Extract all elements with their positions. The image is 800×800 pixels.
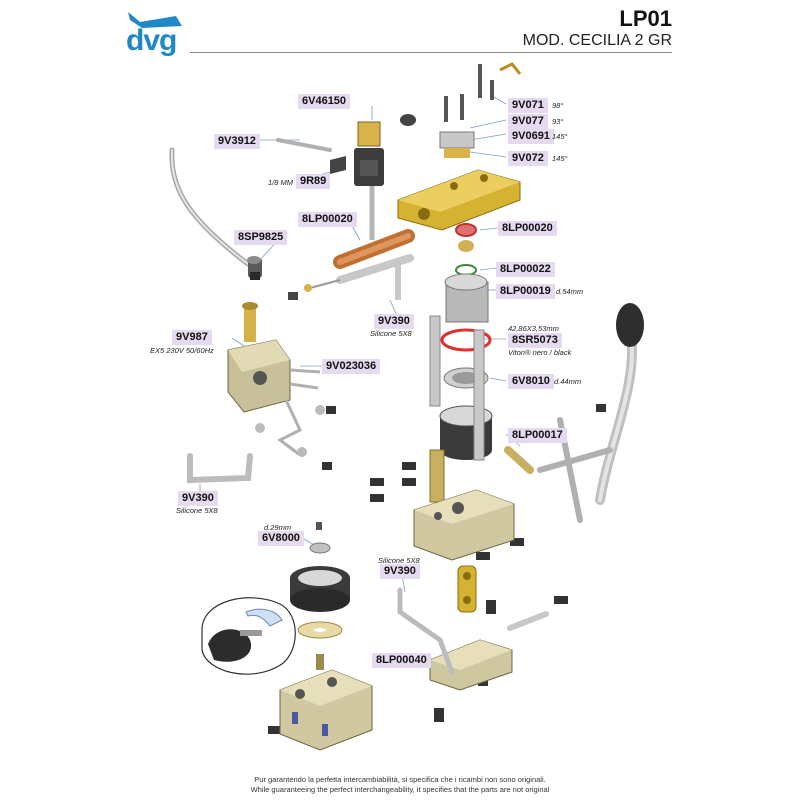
lever-arm <box>504 303 644 523</box>
part-note-9v077: 93° <box>552 117 564 126</box>
part-label-8sp9825: 8SP9825 <box>234 230 288 245</box>
zoom-detail <box>201 597 296 675</box>
group-head-body <box>397 169 521 231</box>
heating-element-8lp00020 <box>288 229 415 300</box>
part-label-9v0691: 9V0691 <box>508 129 554 144</box>
elbow-fitting-8sp9825 <box>247 256 262 280</box>
part-note-8lp00019: d.54mm <box>556 287 584 296</box>
silicone-tube-9v390-left <box>187 453 253 484</box>
solenoid-valve-6v46150 <box>330 114 416 240</box>
part-note-9v071: 98° <box>552 101 564 110</box>
part-note-9r89: 1/8 MM <box>268 178 294 187</box>
part-label-6v8010: 6V8010 <box>508 374 554 389</box>
part-label-8lp00019: 8LP00019 <box>496 284 555 299</box>
part-label-8lp00020-b: 8LP00020 <box>498 221 557 236</box>
part-label-9r89: 9R89 <box>296 174 331 189</box>
part-note-9v0691: 145° <box>552 132 568 141</box>
part-note-9v390-a: Silicone 5X8 <box>370 329 412 338</box>
footer-line-en: While guaranteeing the perfect interchan… <box>250 785 550 794</box>
part-note-6v8010: d.44mm <box>554 377 582 386</box>
part-note-8sr5073-size: 42,86X3,53mm <box>508 324 559 333</box>
header-divider <box>190 52 672 53</box>
part-label-8lp00020-a: 8LP00020 <box>298 212 357 227</box>
part-note-9v390-b: Silicone 5X8 <box>176 506 218 515</box>
part-label-8lp00022: 8LP00022 <box>496 262 555 277</box>
part-label-8lp00040: 8LP00040 <box>372 653 431 668</box>
pump-9v987 <box>227 302 336 470</box>
bracket-8lp00040 <box>397 587 513 691</box>
part-note-8sr5073-material: Viton® nero / black <box>508 348 572 357</box>
part-note-6v8000: d.29mm <box>264 523 292 532</box>
thermostats-group <box>439 62 522 158</box>
part-label-9v072: 9V072 <box>508 151 548 166</box>
brand-logo-text: dvg <box>126 24 177 57</box>
part-label-9v077: 9V077 <box>508 114 548 129</box>
footer-line-it: Pur garantendo la perfetta intercambiabi… <box>254 775 546 784</box>
part-label-9v390-a: 9V390 <box>374 314 414 329</box>
part-label-9v390-b: 9V390 <box>178 491 218 506</box>
part-label-6v8000: 6V8000 <box>258 531 304 546</box>
part-label-9v071: 9V071 <box>508 98 548 113</box>
part-label-9v987: 9V987 <box>172 330 212 345</box>
part-note-9v072: 145° <box>552 154 568 163</box>
piston-assembly <box>429 223 493 503</box>
dvg-logo-mark <box>128 12 182 28</box>
lever-knob <box>616 303 644 347</box>
footer-disclaimer: Pur garantendo la perfetta intercambiabi… <box>0 775 800 795</box>
part-label-6v46150: 6V46150 <box>298 94 351 109</box>
lower-mounting-block <box>413 489 515 561</box>
model-name: MOD. CECILIA 2 GR <box>522 32 672 49</box>
part-label-8lp00017: 8LP00017 <box>508 428 567 443</box>
part-label-8sr5073: 8SR5073 <box>508 333 562 348</box>
part-note-9v390-c: Silicone 5X8 <box>378 556 420 565</box>
brass-link <box>457 565 477 613</box>
part-label-9v023036: 9V023036 <box>322 359 381 374</box>
filter-basket-assembly <box>290 542 350 639</box>
part-note-9v987: EX5 230V 50/60Hz <box>150 346 214 355</box>
part-label-9v390-c: 9V390 <box>380 564 420 579</box>
base-block <box>279 669 373 751</box>
part-label-9v3912: 9V3912 <box>214 134 260 149</box>
model-code: LP01 <box>619 6 672 31</box>
silicone-tube-9v3912 <box>169 147 251 267</box>
